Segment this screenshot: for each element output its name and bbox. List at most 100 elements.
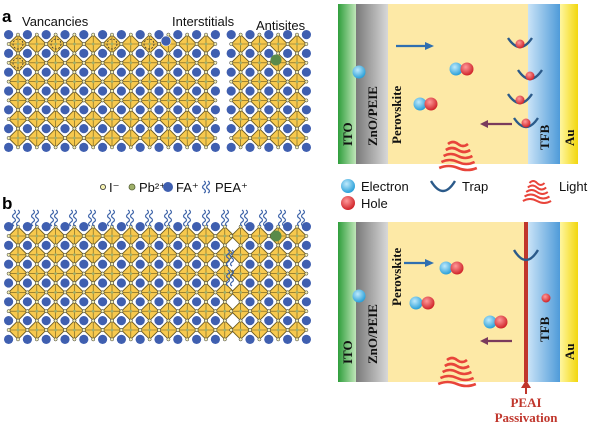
electron-icon bbox=[413, 97, 427, 111]
iodide-ion bbox=[91, 107, 96, 112]
fa-ion bbox=[301, 278, 311, 288]
fa-ion bbox=[245, 29, 255, 40]
iodide-ion bbox=[44, 252, 49, 257]
iodide-ion bbox=[110, 51, 114, 56]
lead-ion bbox=[239, 136, 243, 140]
vacancy-marker bbox=[12, 38, 24, 50]
iodide-ion bbox=[185, 337, 190, 342]
fa-ion bbox=[4, 29, 14, 40]
lead-ion bbox=[73, 42, 76, 46]
fa-ion bbox=[192, 297, 202, 307]
iodide-ion bbox=[257, 145, 262, 150]
pea-ion bbox=[205, 209, 211, 227]
iodide-ion bbox=[194, 328, 199, 332]
iodide-ion bbox=[204, 126, 208, 131]
lead-ion bbox=[276, 291, 280, 294]
iodide-ion bbox=[44, 60, 49, 65]
fa-ion bbox=[245, 67, 255, 77]
iodide-ion bbox=[34, 126, 39, 131]
pea-ion bbox=[186, 209, 192, 227]
iodide-ion bbox=[257, 51, 262, 56]
iodide-ion bbox=[185, 32, 190, 37]
iodide-ion bbox=[44, 328, 49, 332]
iodide-ion bbox=[128, 299, 133, 304]
iodide-ion bbox=[16, 70, 20, 75]
light-wave bbox=[440, 158, 476, 166]
iodide-ion bbox=[110, 262, 114, 267]
iodide-ion bbox=[110, 89, 114, 93]
iodide-ion bbox=[138, 60, 143, 65]
lead-ion bbox=[73, 136, 76, 140]
iodide-ion bbox=[72, 51, 77, 56]
lead-ion bbox=[35, 117, 39, 121]
iodide-ion bbox=[147, 89, 152, 93]
iodide-ion bbox=[157, 271, 161, 276]
fa-ion bbox=[135, 29, 145, 40]
lead-ion bbox=[258, 291, 261, 294]
lead-ion bbox=[54, 253, 57, 257]
iodide-ion bbox=[238, 51, 243, 56]
fa-ion bbox=[264, 124, 274, 134]
light-icon-top bbox=[438, 140, 478, 172]
fa-ion bbox=[192, 67, 202, 77]
iodide-ion bbox=[213, 42, 218, 46]
lead-ion bbox=[35, 136, 39, 140]
iodide-ion bbox=[34, 299, 39, 304]
lead-ion bbox=[148, 309, 152, 313]
fa-ion bbox=[301, 240, 311, 250]
iodide-ion bbox=[194, 60, 199, 65]
light-icon bbox=[522, 180, 552, 204]
layer-au-top bbox=[560, 4, 578, 164]
iodide-ion bbox=[44, 309, 49, 314]
fa-ion bbox=[98, 67, 108, 77]
label-zno-bottom: ZnO/PEIE bbox=[365, 304, 380, 364]
fa-ion bbox=[173, 278, 183, 288]
lead-ion bbox=[276, 136, 280, 140]
fa-ion bbox=[135, 48, 145, 59]
legend-lead: Pb²⁺ bbox=[139, 180, 166, 195]
iodide-ion bbox=[157, 79, 161, 84]
iodide-ion bbox=[248, 234, 252, 238]
lead-ion bbox=[258, 309, 261, 313]
fa-ion bbox=[98, 29, 108, 40]
passivation-layer bbox=[524, 222, 528, 382]
iodide-ion bbox=[147, 243, 152, 248]
fa-ion bbox=[135, 334, 145, 344]
fa-ion bbox=[116, 124, 126, 134]
fa-ion bbox=[301, 222, 311, 232]
light-wave bbox=[525, 189, 549, 195]
defect-label-antisites: Antisites bbox=[256, 18, 306, 33]
lead-ion bbox=[276, 328, 280, 332]
iodide-ion bbox=[295, 318, 299, 323]
iodide-ion bbox=[119, 136, 124, 140]
iodide-ion bbox=[34, 281, 39, 285]
iodide-ion bbox=[185, 89, 190, 93]
lead-ion bbox=[129, 234, 133, 238]
iodide-ion bbox=[213, 136, 218, 140]
iodide-ion bbox=[128, 262, 133, 267]
iodide-ion bbox=[175, 117, 180, 122]
fa-ion bbox=[173, 316, 183, 326]
fa-ion bbox=[226, 48, 236, 59]
fa-ion bbox=[264, 259, 274, 269]
iodide-ion bbox=[128, 145, 133, 150]
iodide-ion bbox=[285, 60, 290, 65]
iodide-ion bbox=[185, 107, 190, 112]
iodide-ion bbox=[157, 252, 161, 257]
lead-ion bbox=[185, 328, 189, 332]
iodide-ion bbox=[204, 281, 208, 285]
lead-ion bbox=[91, 61, 95, 65]
fa-ion bbox=[154, 334, 164, 344]
lead-ion bbox=[204, 61, 208, 65]
iodide-ion bbox=[138, 136, 143, 140]
fa-ion bbox=[245, 316, 255, 326]
iodide-ion bbox=[119, 309, 124, 314]
iodide-ion bbox=[110, 107, 114, 112]
iodide-ion bbox=[25, 290, 30, 295]
iodide-ion bbox=[138, 234, 143, 238]
lead-ion bbox=[185, 253, 189, 257]
lead-ion bbox=[16, 253, 20, 257]
iodide-ion bbox=[185, 318, 190, 323]
iodide-ion bbox=[295, 243, 299, 248]
